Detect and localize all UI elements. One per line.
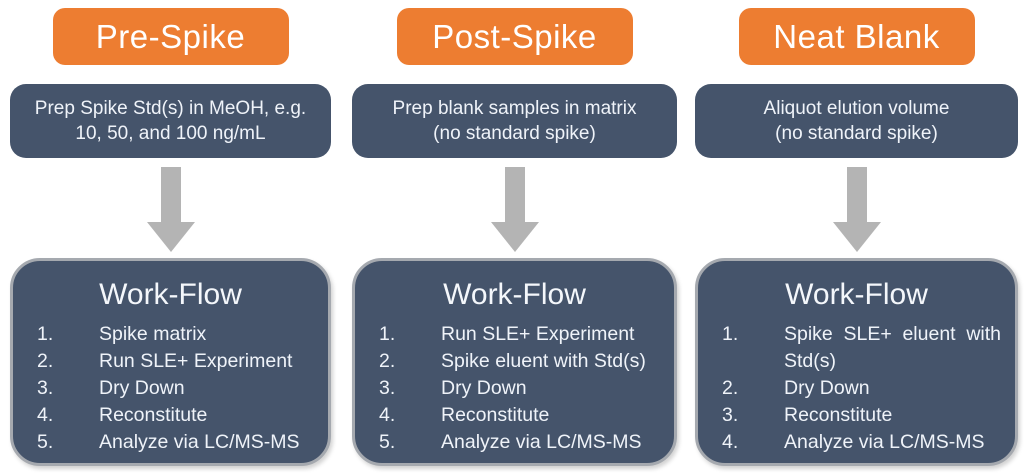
info-line: (no standard spike) (433, 123, 596, 144)
workflow-item-text: Analyze via LC/MS-MS (784, 431, 985, 453)
workflow-item-number: 1. (379, 323, 396, 345)
info-line: Aliquot elution volume (763, 98, 950, 119)
workflow-item-text: Dry Down (784, 377, 870, 399)
down-arrow-icon (490, 167, 539, 252)
workflow-item: 4. Reconstitute (355, 402, 674, 429)
arrow-head (146, 222, 195, 252)
info-line: Prep blank samples in matrix (392, 98, 637, 119)
workflow-item-number: 5. (379, 431, 396, 453)
workflow-item: 1. Spike matrix (13, 321, 328, 348)
workflow-item-text: Analyze via LC/MS-MS (99, 431, 300, 453)
workflow-item: 1. Spike SLE+ eluent with Std(s) (698, 321, 1015, 375)
workflow-item-number: 4. (37, 404, 54, 426)
workflow-box-post-spike: Work-Flow 1. Run SLE+ Experiment 2. Spik… (352, 258, 677, 466)
arrow-stem (160, 167, 181, 222)
category-header-label: Neat Blank (773, 17, 940, 55)
workflow-item-text: Dry Down (99, 377, 185, 399)
workflow-item-number: 4. (722, 431, 739, 453)
category-header-label: Post-Spike (432, 17, 597, 55)
arrow-stem (504, 167, 525, 222)
workflow-box-neat-blank: Work-Flow 1. Spike SLE+ eluent with Std(… (695, 258, 1018, 466)
workflow-item-text: Reconstitute (441, 404, 550, 426)
info-box-pre-spike: Prep Spike Std(s) in MeOH, e.g. 10, 50, … (10, 84, 331, 158)
workflow-list: 1. Spike SLE+ eluent with Std(s) 2. Dry … (698, 321, 1015, 456)
workflow-box-pre-spike: Work-Flow 1. Spike matrix 2. Run SLE+ Ex… (10, 258, 331, 466)
workflow-item: 2. Dry Down (698, 375, 1015, 402)
workflow-item-number: 4. (379, 404, 396, 426)
workflow-title: Work-Flow (443, 278, 586, 311)
column-pre-spike: Pre-Spike Prep Spike Std(s) in MeOH, e.g… (10, 0, 331, 476)
workflow-item: 3. Dry Down (355, 375, 674, 402)
category-header-pre-spike: Pre-Spike (52, 8, 289, 65)
arrow-stem (846, 167, 867, 222)
workflow-list: 1. Run SLE+ Experiment 2. Spike eluent w… (355, 321, 674, 456)
workflow-item: 3. Dry Down (13, 375, 328, 402)
workflow-item: 5. Analyze via LC/MS-MS (13, 429, 328, 456)
workflow-item-number: 3. (722, 404, 739, 426)
workflow-title: Work-Flow (785, 278, 928, 311)
workflow-item-number: 2. (722, 377, 739, 399)
workflow-item-number: 2. (37, 350, 54, 372)
workflow-item-text: Reconstitute (784, 404, 893, 426)
info-line: 10, 50, and 100 ng/mL (75, 123, 266, 144)
info-box-neat-blank: Aliquot elution volume (no standard spik… (695, 84, 1018, 158)
workflow-item: 1. Run SLE+ Experiment (355, 321, 674, 348)
down-arrow-icon (146, 167, 195, 252)
workflow-item-text: Spike SLE+ eluent with Std(s) (784, 323, 1001, 372)
workflow-item-number: 5. (37, 431, 54, 453)
info-line: Prep Spike Std(s) in MeOH, e.g. (34, 98, 307, 119)
workflow-item-number: 1. (722, 323, 739, 345)
workflow-item: 4. Analyze via LC/MS-MS (698, 429, 1015, 456)
workflow-item: 4. Reconstitute (13, 402, 328, 429)
column-neat-blank: Neat Blank Aliquot elution volume (no st… (695, 0, 1018, 476)
workflow-item-number: 3. (379, 377, 396, 399)
workflow-item-text: Spike eluent with Std(s) (441, 350, 646, 372)
workflow-item-text: Run SLE+ Experiment (441, 323, 635, 345)
workflow-item: 2. Spike eluent with Std(s) (355, 348, 674, 375)
workflow-item-number: 2. (379, 350, 396, 372)
workflow-item: 2. Run SLE+ Experiment (13, 348, 328, 375)
workflow-item-number: 1. (37, 323, 54, 345)
arrow-head (832, 222, 881, 252)
category-header-label: Pre-Spike (95, 17, 246, 55)
arrow-head (490, 222, 539, 252)
category-header-neat-blank: Neat Blank (738, 8, 975, 65)
info-box-post-spike: Prep blank samples in matrix (no standar… (352, 84, 677, 158)
workflow-item: 5. Analyze via LC/MS-MS (355, 429, 674, 456)
info-line: (no standard spike) (775, 123, 938, 144)
workflow-item-text: Run SLE+ Experiment (99, 350, 293, 372)
category-header-post-spike: Post-Spike (396, 8, 633, 65)
workflow-item-text: Spike matrix (99, 323, 207, 345)
workflow-item-number: 3. (37, 377, 54, 399)
workflow-item-text: Analyze via LC/MS-MS (441, 431, 642, 453)
workflow-item-text: Dry Down (441, 377, 527, 399)
column-post-spike: Post-Spike Prep blank samples in matrix … (352, 0, 677, 476)
workflow-item-text: Reconstitute (99, 404, 208, 426)
down-arrow-icon (832, 167, 881, 252)
workflow-item: 3. Reconstitute (698, 402, 1015, 429)
workflow-list: 1. Spike matrix 2. Run SLE+ Experiment 3… (13, 321, 328, 456)
workflow-title: Work-Flow (99, 278, 242, 311)
